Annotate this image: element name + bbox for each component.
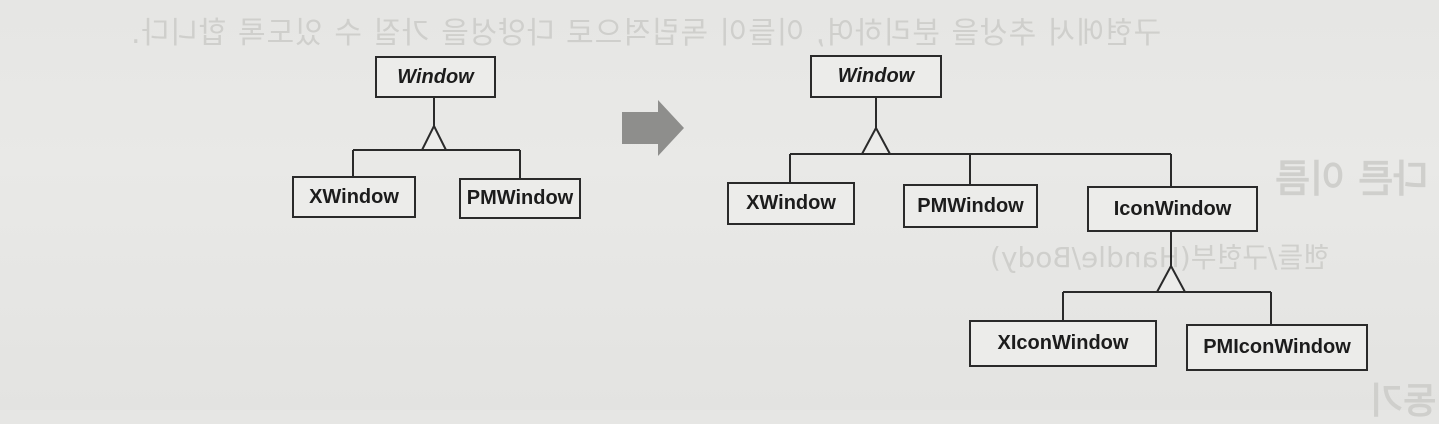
pmiconwindow-box: PMIconWindow	[1186, 324, 1368, 371]
right-iconwindow-box: IconWindow	[1087, 186, 1258, 232]
right-xwindow-box: XWindow	[727, 182, 855, 225]
iconwindow-inheritance-triangle	[1155, 263, 1187, 293]
transform-arrow-icon	[622, 100, 684, 156]
right-window-box: Window	[810, 55, 942, 98]
diagram-connectors	[352, 98, 1272, 324]
left-inheritance-triangle	[420, 123, 448, 151]
left-pmwindow-box: PMWindow	[459, 178, 581, 219]
xiconwindow-box: XIconWindow	[969, 320, 1157, 367]
left-xwindow-box: XWindow	[292, 176, 416, 218]
right-inheritance-triangle	[860, 125, 892, 155]
right-pmwindow-box: PMWindow	[903, 184, 1038, 228]
left-window-box: Window	[375, 56, 496, 98]
